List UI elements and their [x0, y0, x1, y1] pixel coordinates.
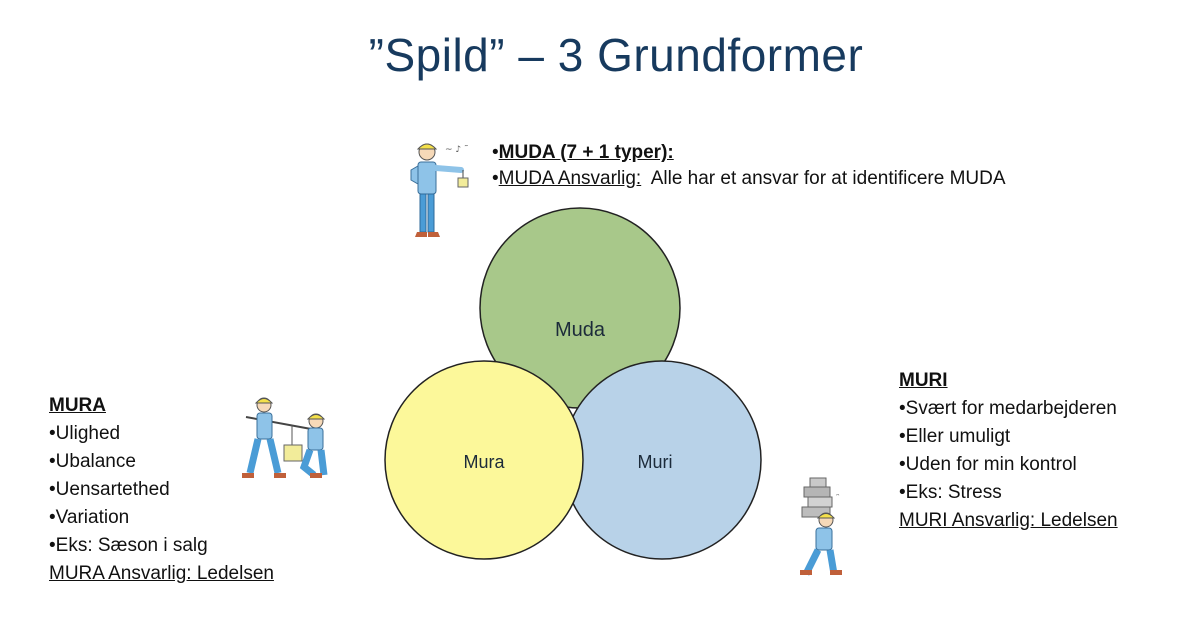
mura-circle [384, 360, 584, 560]
mura-item: •Ubalance [49, 451, 136, 472]
muri-item: •Svært for medarbejderen [899, 398, 1117, 419]
muri-item: •Uden for min kontrol [899, 454, 1077, 475]
mura-item: •Ulighed [49, 423, 121, 444]
muri-item: •Eks: Stress [899, 482, 1002, 503]
muda-types-label: MUDA (7 + 1 typer): [498, 142, 674, 163]
workers-mura-illustration [242, 397, 328, 478]
muda-responsible-label: MUDA Ansvarlig: [498, 168, 642, 189]
mura-heading: MURA [49, 395, 106, 416]
muda-circle-label: Muda [555, 319, 606, 341]
slide-title: ”Spild” – 3 Grundformer [368, 29, 864, 81]
mura-circle-label: Mura [463, 452, 505, 472]
mura-item: •Eks: Sæson i salg [49, 535, 208, 556]
muda-responsible-text: Alle har et ansvar for at identificere M… [641, 168, 1006, 189]
muri-item: •Eller umuligt [899, 426, 1011, 447]
mura-list: MURA •Ulighed •Ubalance •Uensartethed •V… [49, 392, 274, 588]
svg-text:ᵔ: ᵔ [836, 493, 840, 503]
bullet: • [492, 168, 499, 189]
mura-item: •Variation [49, 507, 130, 528]
muri-circle-label: Muri [638, 452, 673, 472]
worker-muda-illustration: ~ ♪ ˜ [410, 143, 469, 237]
muri-heading: MURI [899, 370, 948, 391]
mura-item: •Uensartethed [49, 479, 170, 500]
muri-responsible: MURI Ansvarlig: Ledelsen [899, 510, 1118, 531]
muda-description: •MUDA (7 + 1 typer): •MUDA Ansvarlig: Al… [492, 140, 1006, 192]
svg-text:~ ♪ ˜: ~ ♪ ˜ [445, 145, 469, 155]
muri-list: MURI •Svært for medarbejderen •Eller umu… [899, 367, 1118, 535]
bullet: • [492, 142, 499, 163]
worker-muri-illustration: ᵔ [800, 477, 842, 576]
mura-responsible: MURA Ansvarlig: Ledelsen [49, 563, 274, 584]
